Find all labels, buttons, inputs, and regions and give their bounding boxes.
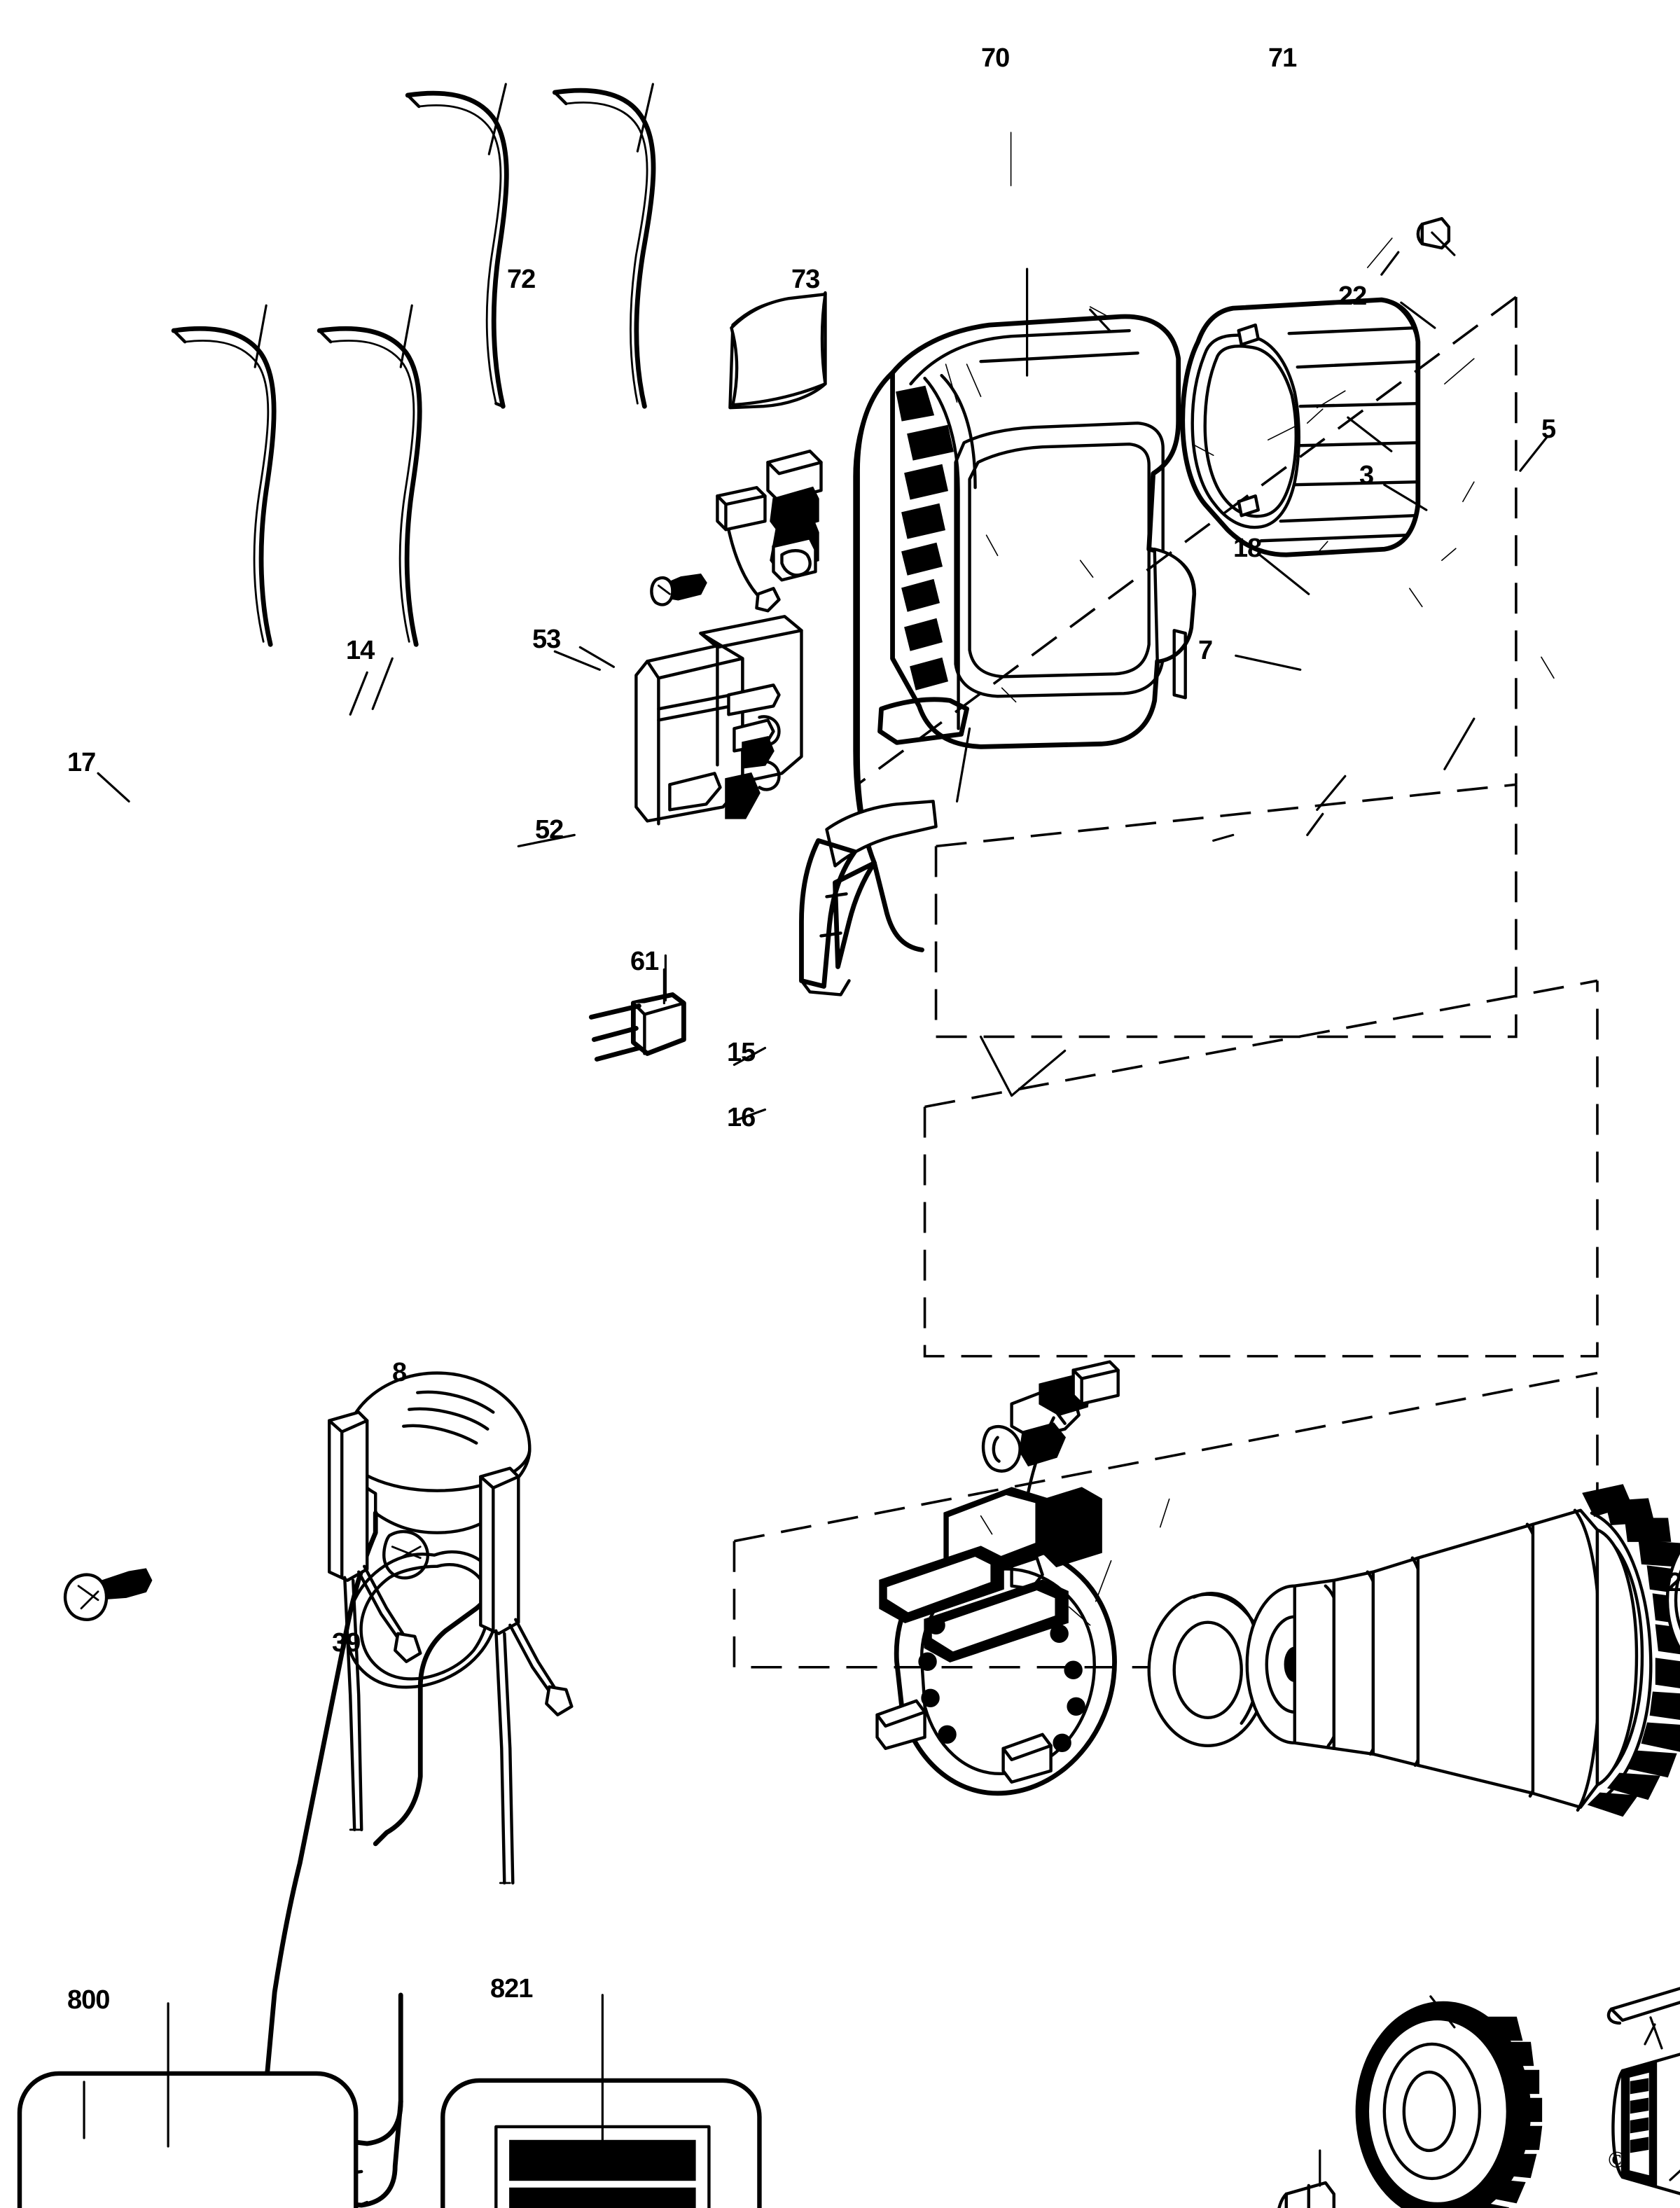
- part-17-screw: [64, 1568, 153, 1621]
- part-30-gear: [1355, 2001, 1543, 2208]
- part-cable-ties: [171, 88, 656, 647]
- callout-terminal-block-61: 61: [630, 947, 659, 976]
- part-21-pin-upper: [1416, 216, 1451, 250]
- part-3a-suppressor: [716, 486, 781, 613]
- callout-screw-18: 18: [1233, 534, 1262, 563]
- part-20-brush-ring: [875, 1487, 1117, 1796]
- part-821-icon-box: [440, 2078, 762, 2208]
- part-5-switch-trigger: [766, 450, 823, 582]
- callout-cable-tie-curved-70: 70: [981, 43, 1010, 73]
- callout-screw-17: 17: [67, 748, 96, 777]
- callout-cable-tie-curved-72: 72: [507, 265, 536, 294]
- part-53-brush: [327, 1410, 422, 1832]
- part-13-motor-housing: [799, 314, 1197, 997]
- dashed-section-boundaries: [733, 296, 1599, 1669]
- callout-side-handle-14: 14: [346, 636, 375, 665]
- part-19-washer: [1147, 1592, 1268, 1747]
- part-10-bearing: [1665, 1548, 1680, 1652]
- part-1-armature: [1245, 1484, 1680, 1817]
- part-800-icon-box: [17, 2071, 359, 2208]
- callout-clamp-15: 15: [727, 1038, 756, 1067]
- callout-cable-tie-curved-73: 73: [791, 265, 820, 294]
- leader-lines-extra: [371, 132, 1457, 1002]
- callout-service-kit-icon-800: 800: [67, 1985, 110, 2015]
- callout-cable-tie-curved-71: 71: [1268, 43, 1297, 73]
- part-61-terminal-block: [588, 992, 686, 1062]
- callout-depth-rod-16: 16: [727, 1103, 756, 1132]
- part-bushing-above-30: [1667, 2202, 1680, 2208]
- callout-suppressor-capacitor-3: 3: [1359, 461, 1374, 490]
- part-31-roll-pin: [1606, 1987, 1680, 2025]
- part-50a-bushing: [1277, 2181, 1335, 2208]
- part-18-screw: [650, 573, 707, 606]
- copyright-mark: ©: [1608, 2147, 1626, 2173]
- callout-power-cord-8: 8: [392, 1358, 407, 1387]
- part-27-sleeve: [1611, 2053, 1680, 2195]
- part-22-nameplate: [728, 291, 827, 410]
- callout-gear-housing-24: 24: [1667, 1568, 1680, 1597]
- part-7-switch-module: [634, 615, 803, 826]
- callout-depth-stop-assembly-39: 39: [332, 1628, 361, 1658]
- callout-switch-module-7: 7: [1198, 636, 1213, 665]
- part-52-brush: [479, 1466, 574, 1885]
- callout-brush-assembly-52: 52: [535, 815, 564, 845]
- leader-lines: [83, 83, 1680, 2187]
- callout-nameplate-label-22: 22: [1338, 282, 1367, 311]
- part-2-field-stator: [1180, 297, 1421, 557]
- callout-label-set-icon-821: 821: [490, 1974, 533, 2004]
- callout-brush-assembly-53: 53: [532, 625, 561, 654]
- callout-switch-trigger-5: 5: [1541, 415, 1556, 444]
